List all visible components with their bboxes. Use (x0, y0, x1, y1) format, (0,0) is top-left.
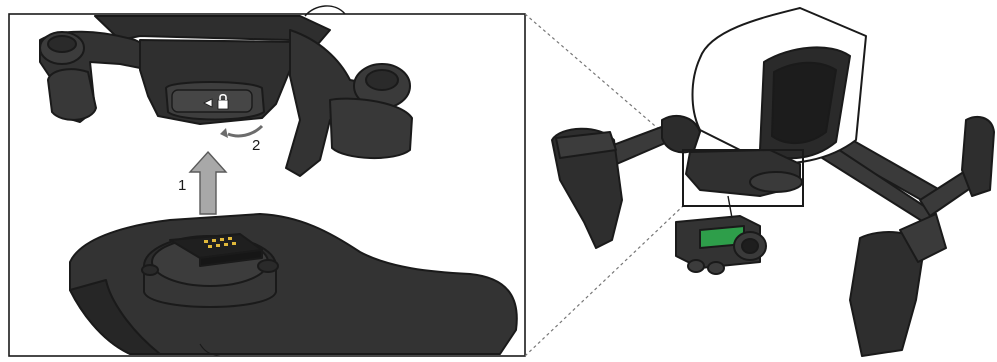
step-1-label: 1 (178, 177, 186, 194)
detail-panel: 2 1 (9, 6, 525, 356)
step-2-label: 2 (252, 137, 260, 154)
drone-illustration (552, 8, 994, 356)
